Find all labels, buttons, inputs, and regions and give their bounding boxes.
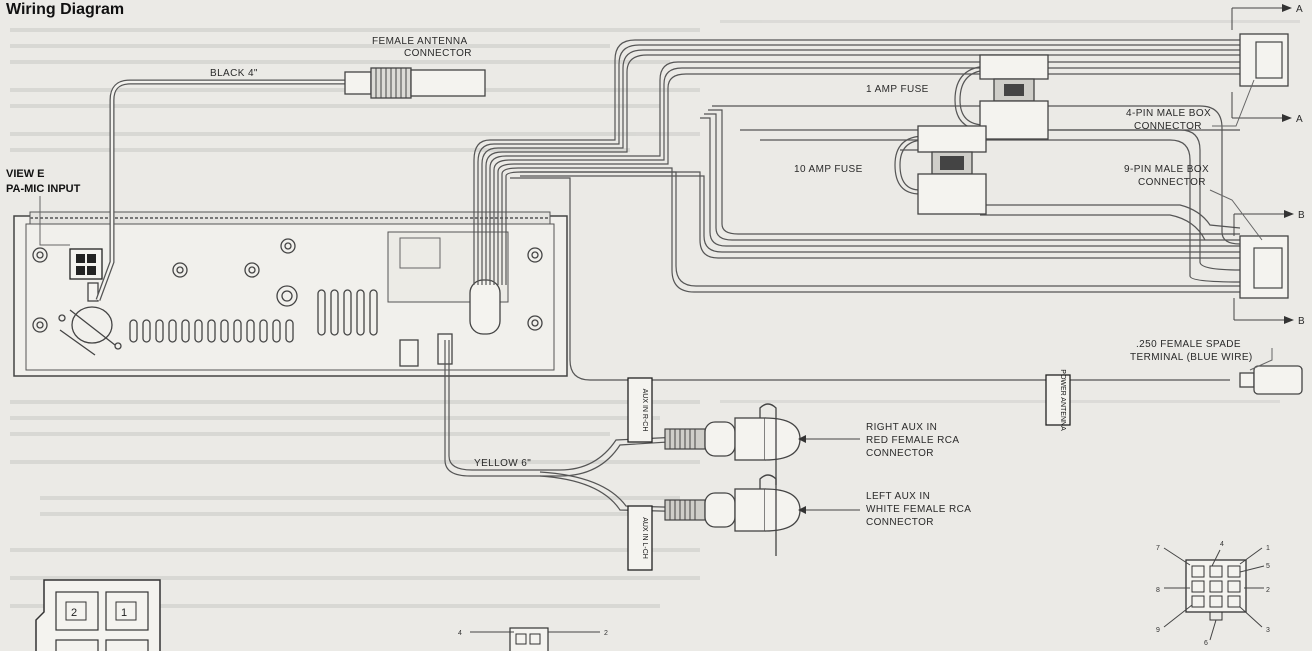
pa-mic-pin-2: 2 [71, 607, 77, 619]
ten-amp-fuse-label: 10 AMP FUSE [794, 164, 863, 175]
nine-pin-number-5: 5 [1266, 563, 1270, 570]
black-wire-label: BLACK 4" [210, 68, 258, 79]
nine-pin-number-8: 8 [1156, 587, 1160, 594]
ten-amp-fuse [894, 125, 987, 215]
nine-pin-number-9: 9 [1156, 627, 1160, 634]
right-rca-connector [664, 403, 860, 485]
spade-terminal-label-line2: TERMINAL (BLUE WIRE) [1130, 352, 1253, 363]
small-connector-pin-4: 4 [458, 630, 462, 637]
view-e-label: VIEW E [6, 168, 45, 180]
aux-r-label: AUX IN R-CH [641, 389, 648, 432]
nine-pin-pinout [1163, 547, 1265, 641]
power-antenna-tag: POWER ANTENNA [1045, 369, 1071, 431]
yellow-aux-wires [444, 340, 701, 513]
aux-l-label: AUX IN L-CH [641, 517, 648, 559]
four-pin-connector [1231, 4, 1292, 122]
small-connector-pin-2: 2 [604, 630, 608, 637]
right-aux-label-line3: CONNECTOR [866, 448, 934, 459]
pa-mic-leader-line [39, 196, 70, 246]
nine-pin-connector [1233, 210, 1294, 324]
spade-terminal-label-line1: .250 FEMALE SPADE [1136, 339, 1241, 350]
female-antenna-label-line2: CONNECTOR [404, 48, 472, 59]
small-connector-pinout [470, 627, 600, 651]
one-amp-fuse-label: 1 AMP FUSE [866, 84, 929, 95]
pa-mic-connector [69, 248, 103, 280]
aux-l-tag: AUX IN L-CH [627, 505, 653, 571]
page-title: Wiring Diagram [6, 1, 124, 18]
nine-pin-label-line1: 9-PIN MALE BOX [1124, 164, 1209, 175]
pa-mic-pinout [35, 579, 161, 651]
nine-pin-number-6: 6 [1204, 640, 1208, 647]
female-antenna-label-line1: FEMALE ANTENNA [372, 36, 468, 47]
left-aux-label-line1: LEFT AUX IN [866, 491, 930, 502]
left-rca-connector [664, 474, 860, 556]
power-antenna-label: POWER ANTENNA [1059, 369, 1066, 431]
section-b-bottom-label: B [1298, 316, 1305, 327]
section-b-top-label: B [1298, 210, 1305, 221]
right-aux-label-line1: RIGHT AUX IN [866, 422, 937, 433]
nine-pin-number-3: 3 [1266, 627, 1270, 634]
left-aux-label-line2: WHITE FEMALE RCA [866, 504, 971, 515]
four-pin-label-line2: CONNECTOR [1134, 121, 1202, 132]
yellow-wire-label: YELLOW 6" [474, 458, 531, 469]
section-a-bottom-label: A [1296, 114, 1303, 125]
nine-pin-number-1: 1 [1266, 545, 1270, 552]
pa-mic-pin-1: 1 [121, 607, 127, 619]
nine-pin-number-4: 4 [1220, 541, 1224, 548]
nine-pin-label-line2: CONNECTOR [1138, 177, 1206, 188]
one-amp-fuse [954, 54, 1240, 140]
female-antenna-connector [344, 67, 486, 99]
left-aux-label-line3: CONNECTOR [866, 517, 934, 528]
nine-pin-number-2: 2 [1266, 587, 1270, 594]
nine-pin-number-7: 7 [1156, 545, 1160, 552]
radio-back-panel [13, 211, 568, 377]
right-aux-label-line2: RED FEMALE RCA [866, 435, 959, 446]
aux-r-tag: AUX IN R-CH [627, 377, 653, 443]
section-a-top-label: A [1296, 4, 1303, 15]
pa-mic-input-label: PA-MIC INPUT [6, 183, 81, 195]
main-wire-harness [473, 39, 1241, 381]
four-pin-label-line1: 4-PIN MALE BOX [1126, 108, 1211, 119]
spade-terminal [1239, 348, 1303, 395]
